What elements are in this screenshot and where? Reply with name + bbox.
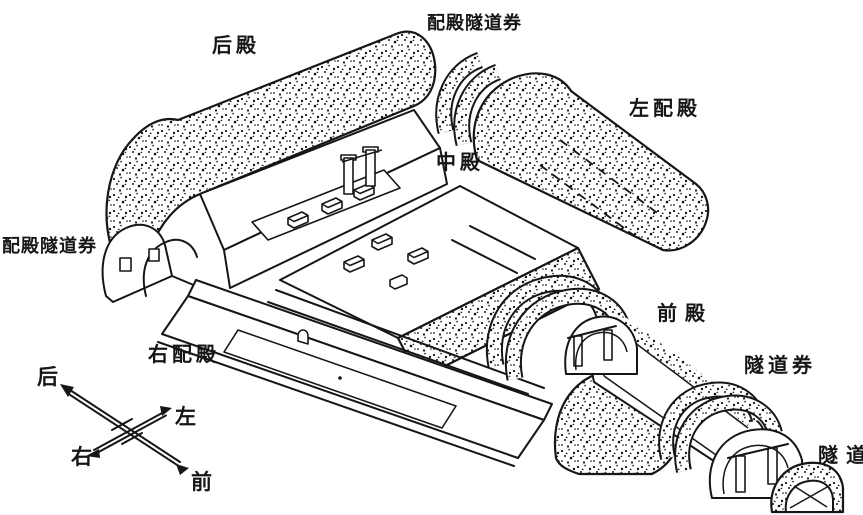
- side-hall-tunnel-vault-top-structure: [435, 51, 502, 147]
- compass-label-left: 左: [175, 405, 196, 429]
- compass-label-right: 右: [71, 445, 92, 469]
- right-side-hall-structure: [157, 279, 680, 476]
- compass-arrow-right: [86, 449, 100, 458]
- label-right-side-hall: 右配殿: [148, 342, 220, 366]
- label-side-hall-tunnel-vault-left: 配殿隧道券: [2, 236, 97, 257]
- label-left-side-hall: 左配殿: [629, 96, 701, 120]
- tunnel-structure: [770, 461, 845, 514]
- side-hall-tunnel-vault-left-structure: [101, 223, 198, 303]
- compass-label-rear: 后: [37, 365, 58, 389]
- compass-label-front: 前: [191, 470, 212, 494]
- junction-gate: [340, 146, 379, 195]
- front-hall-entrance-rings: [485, 274, 632, 381]
- middle-hall-floor: [279, 185, 579, 339]
- label-side-hall-tunnel-vault-top: 配殿隧道券: [427, 13, 522, 34]
- left-side-hall-structure: [472, 72, 710, 252]
- label-front-hall: 前殿: [657, 301, 713, 325]
- rear-hall-structure: [105, 30, 448, 289]
- label-tunnel: 隧道: [818, 443, 863, 467]
- label-rear-hall: 后殿: [212, 33, 260, 57]
- compass-rose: [60, 384, 189, 475]
- compass-arrow-front: [176, 464, 189, 475]
- compass-arrow-rear: [60, 384, 74, 397]
- compass-arrow-left: [160, 406, 172, 416]
- label-tunnel-vault: 隧道券: [744, 353, 816, 377]
- label-middle-hall: 中殿: [436, 150, 484, 174]
- front-hall-gate: [564, 315, 638, 375]
